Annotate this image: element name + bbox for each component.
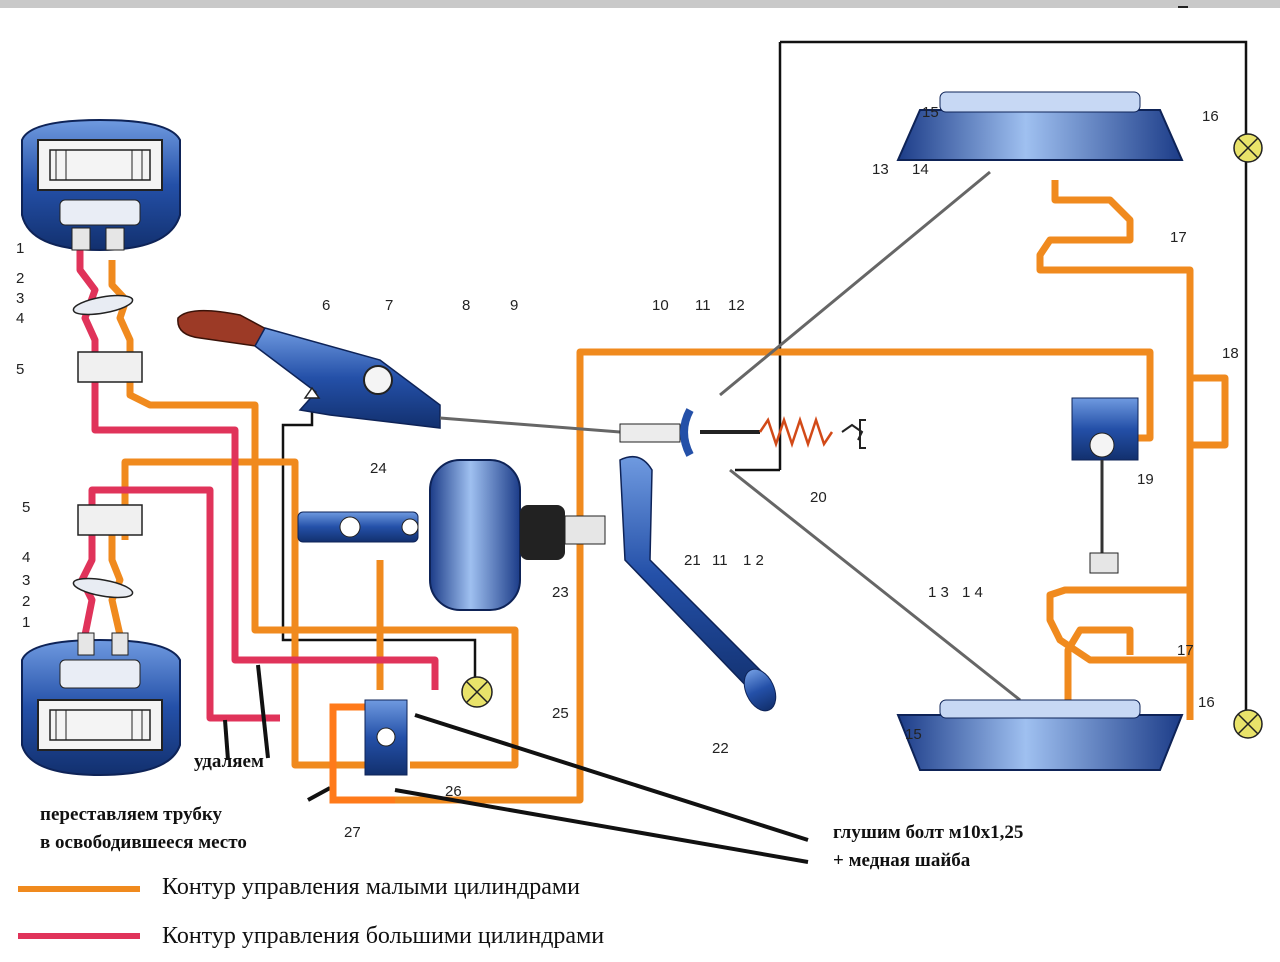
label-17a: 17 <box>1170 229 1187 246</box>
rerouted-tube <box>329 703 395 804</box>
hose-clamps <box>72 294 143 599</box>
label-20: 20 <box>810 489 827 506</box>
label-12a: 12 <box>728 297 745 314</box>
rear-drum-top <box>896 91 1184 161</box>
note-plug-bolt-1: глушим болт м10х1,25 <box>833 822 1024 843</box>
label-13b: 1 3 <box>928 584 949 601</box>
label-22: 22 <box>712 740 729 757</box>
brake-pedal <box>619 455 777 712</box>
window-top-bar <box>0 0 1280 8</box>
legend-swatch-large <box>18 933 140 939</box>
label-17b: 17 <box>1177 642 1194 659</box>
label-5a: 5 <box>16 361 25 378</box>
label-1a: 1 <box>16 240 25 257</box>
equalizer-assembly <box>619 408 866 457</box>
label-4b: 4 <box>22 549 31 566</box>
warning-lamps <box>461 133 1263 739</box>
legend-label-large: Контур управления большими цилиндрами <box>162 923 605 949</box>
front-caliper-top <box>21 118 181 252</box>
label-2b: 2 <box>22 593 31 610</box>
label-14a: 14 <box>912 161 929 178</box>
annotation-pointers <box>223 664 809 864</box>
label-2a: 2 <box>16 270 25 287</box>
label-13a: 13 <box>872 161 889 178</box>
label-16a: 16 <box>1202 108 1219 125</box>
front-caliper-bottom <box>21 632 181 777</box>
label-8: 8 <box>462 297 471 314</box>
label-7: 7 <box>385 297 394 314</box>
label-21: 21 <box>684 552 701 569</box>
label-3a: 3 <box>16 290 25 307</box>
label-3b: 3 <box>22 572 31 589</box>
label-15a: 15 <box>922 104 939 121</box>
label-10: 10 <box>652 297 669 314</box>
label-23: 23 <box>552 584 569 601</box>
label-11a: 11 <box>695 297 711 314</box>
note-plug-bolt-2: + медная шайба <box>833 850 971 871</box>
distribution-valve <box>364 699 408 776</box>
rear-drum-bottom <box>896 699 1184 771</box>
label-27: 27 <box>344 824 361 841</box>
handbrake-lever <box>177 309 441 429</box>
note-move-tube-1: переставляем трубку <box>40 804 222 825</box>
label-4a: 4 <box>16 310 25 327</box>
label-6: 6 <box>322 297 331 314</box>
label-11b: 11 <box>712 552 728 569</box>
vacuum-booster <box>429 459 606 611</box>
parking-brake-wiring <box>281 40 1248 730</box>
legend-label-small: Контур управления малыми цилиндрами <box>162 874 580 900</box>
legend-swatch-small <box>18 886 140 892</box>
parking-cables <box>439 170 1021 702</box>
minimize-icon[interactable] <box>1178 0 1188 8</box>
label-15b: 15 <box>905 726 922 743</box>
label-5b: 5 <box>22 499 31 516</box>
label-14b: 1 4 <box>962 584 983 601</box>
label-18: 18 <box>1222 345 1239 362</box>
note-remove: удаляем <box>194 751 264 772</box>
note-move-tube-2: в освободившееся место <box>40 832 247 853</box>
label-16b: 16 <box>1198 694 1215 711</box>
label-24: 24 <box>370 460 387 477</box>
label-19: 19 <box>1137 471 1154 488</box>
label-26: 26 <box>445 783 462 800</box>
pressure-regulator <box>1071 397 1139 574</box>
label-25: 25 <box>552 705 569 722</box>
label-9: 9 <box>510 297 519 314</box>
master-cylinder <box>297 511 419 543</box>
small-cylinders-circuit <box>108 180 1229 804</box>
label-12b: 1 2 <box>743 552 764 569</box>
label-1b: 1 <box>22 614 31 631</box>
